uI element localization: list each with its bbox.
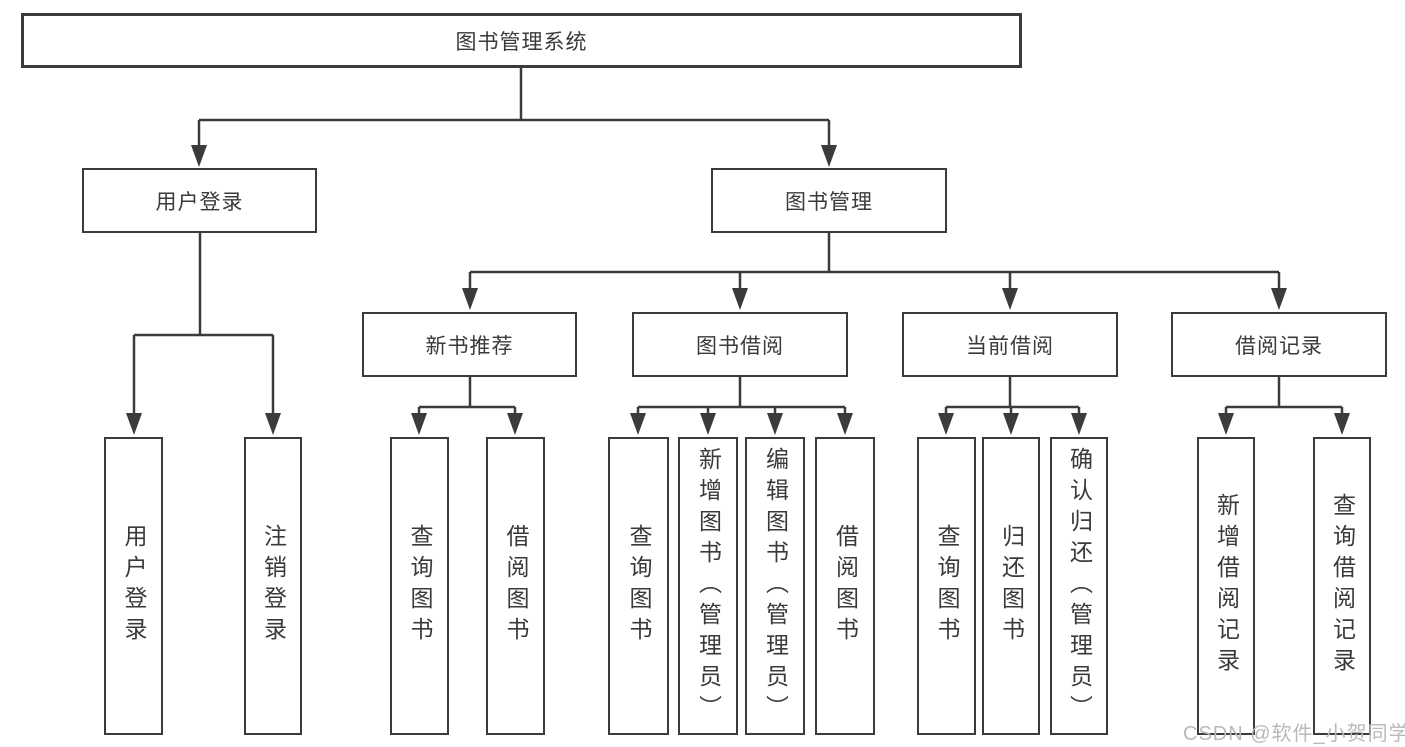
node-book-borrow-label: 图书借阅 bbox=[696, 334, 784, 358]
connector-root-to-level2 bbox=[191, 66, 837, 167]
leaf-borrow-add-book-admin-label: 新增图书（管理员） bbox=[695, 446, 722, 726]
leaf-records-add-label: 新增借阅记录 bbox=[1213, 493, 1240, 679]
leaf-current-query-label: 查询图书 bbox=[934, 524, 960, 648]
leaf-current-return: 归还图书 bbox=[982, 437, 1040, 735]
leaf-borrow-borrow-book: 借阅图书 bbox=[815, 437, 875, 735]
leaf-newbook-borrow: 借阅图书 bbox=[486, 437, 545, 735]
connector-current-children bbox=[938, 377, 1087, 435]
connector-records-children bbox=[1218, 377, 1350, 435]
connector-borrow-children bbox=[630, 377, 853, 435]
leaf-records-query: 查询借阅记录 bbox=[1313, 437, 1371, 735]
node-borrow-records: 借阅记录 bbox=[1171, 312, 1387, 377]
leaf-borrow-add-book-admin: 新增图书（管理员） bbox=[678, 437, 738, 735]
connector-newbook-children bbox=[411, 377, 523, 435]
node-root: 图书管理系统 bbox=[21, 13, 1022, 68]
leaf-borrow-query-label: 查询图书 bbox=[626, 524, 652, 648]
leaf-newbook-query: 查询图书 bbox=[390, 437, 449, 735]
node-book-borrow: 图书借阅 bbox=[632, 312, 848, 377]
leaf-current-confirm-return-admin-label: 确认归还（管理员） bbox=[1066, 446, 1093, 726]
node-new-book-recommend: 新书推荐 bbox=[362, 312, 577, 377]
leaf-logout: 注销登录 bbox=[244, 437, 302, 735]
leaf-borrow-edit-book-admin: 编辑图书（管理员） bbox=[745, 437, 805, 735]
leaf-records-query-label: 查询借阅记录 bbox=[1329, 493, 1356, 679]
leaf-newbook-borrow-label: 借阅图书 bbox=[503, 524, 529, 648]
connector-mgmt-to-level3 bbox=[462, 233, 1287, 310]
leaf-current-return-label: 归还图书 bbox=[998, 524, 1025, 648]
node-book-management-label: 图书管理 bbox=[785, 190, 873, 214]
leaf-current-confirm-return-admin: 确认归还（管理员） bbox=[1050, 437, 1108, 735]
node-current-borrow-label: 当前借阅 bbox=[966, 334, 1054, 358]
leaf-current-query: 查询图书 bbox=[917, 437, 976, 735]
leaf-logout-label: 注销登录 bbox=[260, 524, 287, 648]
node-root-label: 图书管理系统 bbox=[455, 30, 588, 54]
leaf-borrow-borrow-book-label: 借阅图书 bbox=[832, 524, 859, 648]
leaf-borrow-edit-book-admin-label: 编辑图书（管理员） bbox=[762, 446, 789, 726]
node-user-login: 用户登录 bbox=[82, 168, 317, 233]
leaf-records-add: 新增借阅记录 bbox=[1197, 437, 1255, 735]
leaf-newbook-query-label: 查询图书 bbox=[407, 524, 433, 648]
watermark-text: CSDN @软件_小贺同学 bbox=[1183, 723, 1405, 745]
node-new-book-recommend-label: 新书推荐 bbox=[425, 334, 514, 358]
connector-login-children bbox=[126, 232, 281, 435]
node-current-borrow: 当前借阅 bbox=[902, 312, 1118, 377]
leaf-user-login: 用户登录 bbox=[104, 437, 163, 735]
node-borrow-records-label: 借阅记录 bbox=[1235, 334, 1323, 358]
node-user-login-label: 用户登录 bbox=[155, 190, 244, 214]
leaf-borrow-query: 查询图书 bbox=[608, 437, 669, 735]
leaf-user-login-label: 用户登录 bbox=[121, 524, 147, 648]
node-book-management: 图书管理 bbox=[711, 168, 947, 233]
